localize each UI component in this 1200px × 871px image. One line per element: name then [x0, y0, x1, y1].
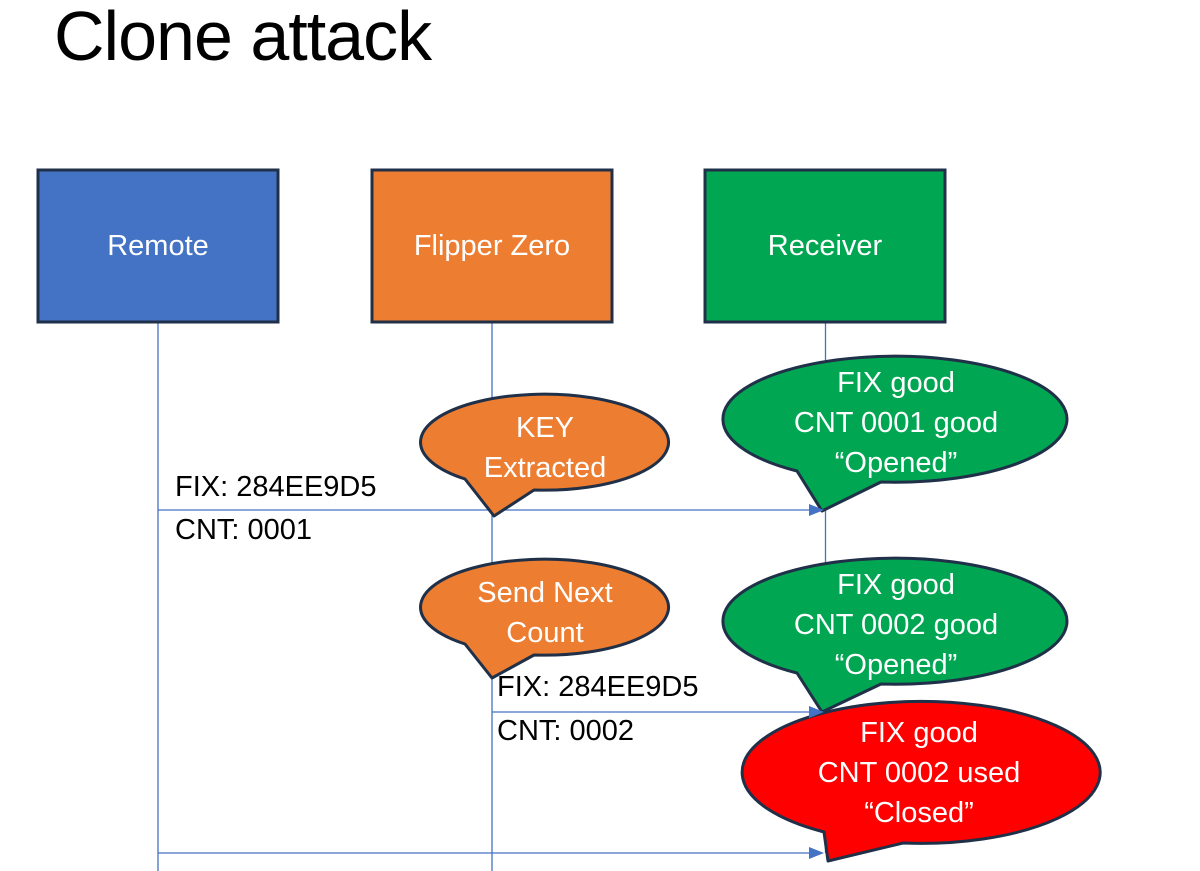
callout-cnt-0001-opened: [721, 354, 1069, 513]
callout-line: Count: [506, 617, 584, 649]
message-2-arrowhead-icon: [809, 706, 824, 718]
message-1-fix-label: FIX: 284EE9D5: [175, 471, 377, 503]
callout-line: FIX good: [837, 569, 955, 601]
message-2-fix-label: FIX: 284EE9D5: [497, 671, 699, 703]
actor-label-remote: Remote: [38, 170, 278, 322]
callout-cnt-0002-opened-text: FIX good CNT 0002 good “Opened”: [724, 565, 1068, 685]
actor-label-receiver: Receiver: [705, 170, 945, 322]
actor-label-remote-text: Remote: [107, 229, 209, 262]
actor-box-flipper-zero: [370, 168, 614, 324]
callout-line: CNT 0001 good: [793, 407, 999, 439]
message-1-arrowhead-icon: [809, 504, 824, 516]
callout-cnt-0002-closed-text: FIX good CNT 0002 used “Closed”: [739, 713, 1099, 833]
callout-line: CNT 0002 good: [793, 609, 999, 641]
callout-cnt-0002-opened: [721, 556, 1069, 714]
page-title: Clone attack: [54, 0, 432, 75]
callout-line: FIX good: [860, 717, 978, 749]
actor-box-receiver: [703, 168, 947, 324]
callout-cnt-0001-opened-text: FIX good CNT 0001 good “Opened”: [724, 363, 1068, 483]
actor-label-flipper-zero-text: Flipper Zero: [413, 229, 571, 262]
callout-line: KEY: [515, 412, 575, 444]
callout-cnt-0002-closed: [740, 699, 1102, 863]
callout-send-next-count-text: Send Next Count: [420, 573, 670, 653]
actor-box-remote: [36, 168, 280, 324]
actor-label-receiver-text: Receiver: [767, 229, 883, 262]
message-1-cnt-label: CNT: 0001: [175, 514, 313, 546]
callout-line: “Opened”: [834, 447, 958, 479]
callout-line: FIX good: [837, 367, 955, 399]
callout-line: “Opened”: [834, 649, 958, 681]
callout-key-extracted-text: KEY Extracted: [420, 408, 670, 488]
callout-line: Extracted: [483, 452, 607, 484]
callout-key-extracted: [419, 392, 671, 518]
callout-send-next-count: [419, 557, 671, 680]
callout-line: CNT 0002 used: [817, 757, 1021, 789]
message-3-arrowhead-icon: [809, 847, 824, 859]
actor-label-flipper-zero: Flipper Zero: [372, 170, 612, 322]
callout-line: Send Next: [477, 577, 613, 609]
callout-line: “Closed”: [864, 797, 974, 829]
message-2-cnt-label: CNT: 0002: [497, 715, 635, 747]
